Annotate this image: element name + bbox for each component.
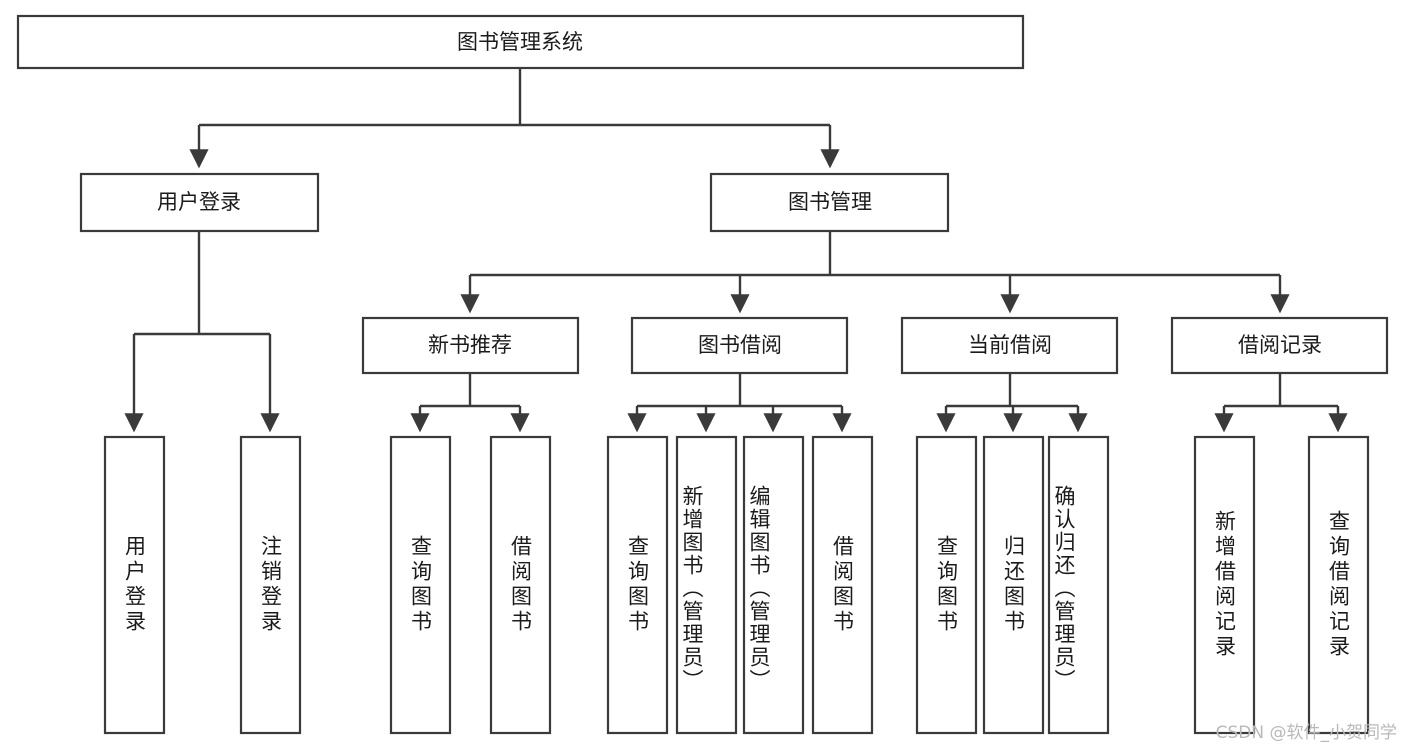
node-leaf-borrow-book-1-box[interactable] — [489, 435, 552, 735]
node-book-borrow-label: 图书借阅 — [698, 333, 782, 357]
node-leaf-query-book-1-box[interactable] — [389, 435, 452, 735]
node-leaf-add-book[interactable]: 新增图书（管理员） — [675, 435, 738, 735]
node-user-login-label: 用户登录 — [157, 190, 241, 214]
node-leaf-confirm-return-label: 确认归还（管理员） — [1052, 484, 1076, 692]
node-leaf-add-book-label: 新增图书（管理员） — [680, 484, 704, 692]
node-book-borrow-box[interactable] — [630, 316, 849, 375]
node-leaf-logout-box[interactable] — [239, 435, 302, 735]
node-root[interactable]: 图书管理系统 — [16, 14, 1025, 70]
node-book-manage-label: 图书管理 — [788, 190, 872, 214]
node-current-borrow[interactable]: 当前借阅 — [900, 316, 1119, 375]
node-leaf-return-book[interactable]: 归还图书 — [982, 435, 1045, 735]
node-leaf-query-book-2[interactable]: 查询图书 — [606, 435, 669, 735]
node-leaf-confirm-return-box[interactable] — [1047, 435, 1110, 735]
node-leaf-query-book-3[interactable]: 查询图书 — [915, 435, 978, 735]
node-borrow-record[interactable]: 借阅记录 — [1170, 316, 1389, 375]
node-leaf-add-book-box[interactable] — [675, 435, 738, 735]
node-leaf-query-record[interactable]: 查询借阅记录 — [1307, 435, 1370, 735]
node-root-label: 图书管理系统 — [457, 30, 583, 54]
node-current-borrow-box[interactable] — [900, 316, 1119, 375]
node-leaf-borrow-book-2-label: 借阅图书 — [830, 535, 855, 635]
node-leaf-return-book-label: 归还图书 — [1001, 535, 1026, 635]
node-leaf-query-book-2-label: 查询图书 — [625, 535, 650, 635]
node-current-borrow-label: 当前借阅 — [968, 333, 1052, 357]
node-leaf-borrow-book-2-box[interactable] — [811, 435, 874, 735]
node-leaf-add-record[interactable]: 新增借阅记录 — [1193, 435, 1256, 735]
node-leaf-user-login-box[interactable] — [103, 435, 166, 735]
node-leaf-add-record-box[interactable] — [1193, 435, 1256, 735]
node-leaf-borrow-book-2[interactable]: 借阅图书 — [811, 435, 874, 735]
node-leaf-add-record-label: 新增借阅记录 — [1212, 510, 1237, 660]
node-leaf-edit-book-label: 编辑图书（管理员） — [747, 484, 771, 692]
node-new-book-recommend-box[interactable] — [361, 316, 580, 375]
node-leaf-query-book-3-box[interactable] — [915, 435, 978, 735]
node-leaf-edit-book[interactable]: 编辑图书（管理员） — [742, 435, 805, 735]
node-new-book-recommend-label: 新书推荐 — [428, 333, 512, 357]
node-borrow-record-label: 借阅记录 — [1238, 333, 1322, 357]
node-leaf-logout[interactable]: 注销登录 — [239, 435, 302, 735]
node-leaf-return-book-box[interactable] — [982, 435, 1045, 735]
node-leaf-query-book-1-label: 查询图书 — [408, 535, 433, 635]
node-user-login-box[interactable] — [79, 172, 320, 233]
node-leaf-query-book-1[interactable]: 查询图书 — [389, 435, 452, 735]
node-leaf-user-login-label: 用户登录 — [122, 535, 147, 635]
node-leaf-logout-label: 注销登录 — [258, 535, 283, 635]
node-leaf-query-record-box[interactable] — [1307, 435, 1370, 735]
node-leaf-edit-book-box[interactable] — [742, 435, 805, 735]
node-book-manage-box[interactable] — [709, 172, 950, 233]
node-book-manage[interactable]: 图书管理 — [709, 172, 950, 233]
node-leaf-borrow-book-1[interactable]: 借阅图书 — [489, 435, 552, 735]
node-borrow-record-box[interactable] — [1170, 316, 1389, 375]
node-leaf-query-record-label: 查询借阅记录 — [1326, 510, 1351, 660]
node-leaf-confirm-return[interactable]: 确认归还（管理员） — [1047, 435, 1110, 735]
node-user-login[interactable]: 用户登录 — [79, 172, 320, 233]
node-book-borrow[interactable]: 图书借阅 — [630, 316, 849, 375]
node-leaf-user-login[interactable]: 用户登录 — [103, 435, 166, 735]
node-new-book-recommend[interactable]: 新书推荐 — [361, 316, 580, 375]
node-leaf-query-book-3-label: 查询图书 — [934, 535, 959, 635]
node-leaf-borrow-book-1-label: 借阅图书 — [508, 535, 533, 635]
node-leaf-query-book-2-box[interactable] — [606, 435, 669, 735]
connector-layer — [124, 68, 1348, 433]
node-root-box[interactable] — [16, 14, 1025, 70]
